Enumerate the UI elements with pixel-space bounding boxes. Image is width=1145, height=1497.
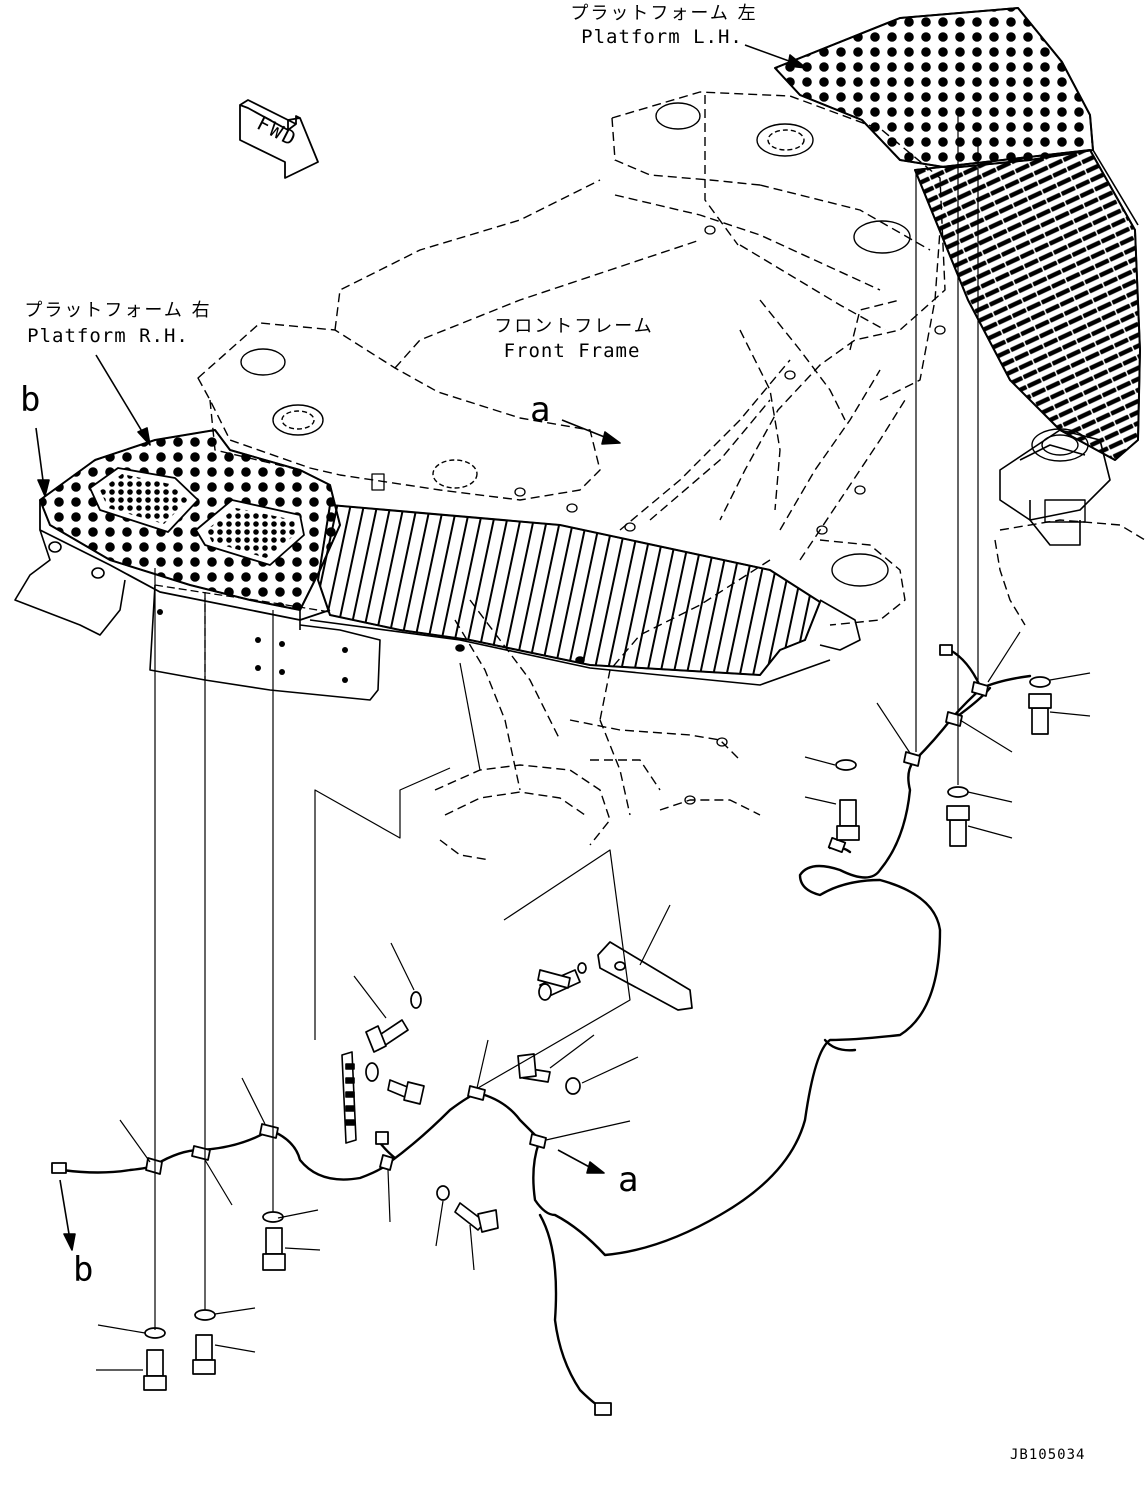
platform-lh-jp-label: プラットフォーム 左 (570, 3, 758, 24)
label-arrows (35, 44, 807, 1251)
view-b-top-label: b (20, 380, 41, 420)
view-a-bottom-label: a (618, 1160, 639, 1200)
bolts (143, 676, 1052, 1391)
platform-lh (774, 7, 1141, 546)
front-frame-outline (197, 91, 1145, 861)
bracket-mount (538, 941, 693, 1011)
front-frame-en-label: Front Frame (503, 340, 641, 362)
platform-rh-jp-label: プラットフォーム 右 (24, 300, 212, 321)
reference-lines (96, 110, 1091, 1371)
center-step-grating (309, 504, 861, 686)
platform-rh-en-label: Platform R.H. (27, 325, 189, 347)
frame-small-bosses (371, 225, 946, 805)
fwd-arrow (239, 99, 319, 179)
harness-clamps (145, 681, 989, 1175)
front-frame-jp-label: フロントフレーム (494, 316, 654, 337)
platform-rh (14, 429, 381, 701)
terminal-bar (341, 1051, 357, 1144)
wiring-harness (60, 648, 1032, 1412)
platform-lh-en-label: Platform L.H. (581, 26, 743, 48)
drawing-id: JB105034 (1010, 1447, 1086, 1463)
view-b-bottom-label: b (73, 1250, 94, 1290)
view-a-top-label: a (530, 390, 551, 430)
